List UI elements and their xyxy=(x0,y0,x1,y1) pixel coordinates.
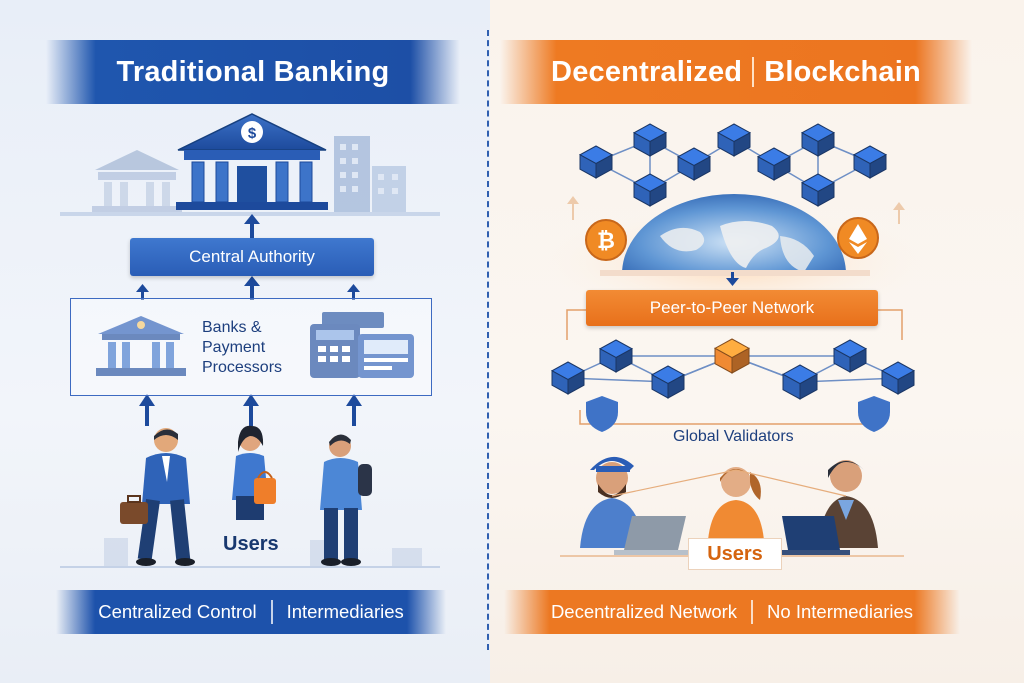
office-towers-icon xyxy=(334,136,406,212)
right-footer-bar: Decentralized Network No Intermediaries xyxy=(504,590,960,634)
laptop-icon xyxy=(614,516,694,555)
block-cube-icon xyxy=(578,145,614,179)
ponytail-user-figure xyxy=(708,467,764,540)
block-cube-icon xyxy=(676,147,712,181)
traditional-banking-title: Traditional Banking xyxy=(46,40,460,104)
banks-processors-label: Banks & Payment Processors xyxy=(202,318,312,378)
centralized-control-label: Centralized Control xyxy=(98,601,257,622)
svg-text:₿: ₿ xyxy=(597,229,615,254)
panel-divider xyxy=(487,30,489,650)
arrows-up-to-authority xyxy=(136,276,360,300)
woman-user-figure xyxy=(232,425,276,520)
right-users-label: Users xyxy=(688,538,782,570)
arrows-up-from-users xyxy=(139,394,362,426)
right-title-part1: Decentralized xyxy=(551,55,743,88)
processors-label-line3: Processors xyxy=(202,359,283,376)
arrow-up-to-bank xyxy=(244,214,260,238)
small-bank-icon xyxy=(92,150,182,212)
no-intermediaries-label: No Intermediaries xyxy=(767,601,914,622)
block-cube-icon xyxy=(716,123,752,157)
footer-separator xyxy=(270,600,273,624)
processors-label-line2: Payment xyxy=(202,339,266,356)
svg-text:$: $ xyxy=(248,125,257,142)
title-separator xyxy=(752,57,755,87)
peer-to-peer-label: Peer-to-Peer Network xyxy=(649,298,815,317)
intermediaries-label: Intermediaries xyxy=(286,601,404,622)
decentralized-blockchain-title: Decentralized Blockchain xyxy=(500,40,972,104)
bitcoin-icon: ₿ xyxy=(585,219,627,261)
block-cube-icon xyxy=(880,361,916,395)
footer-separator xyxy=(751,600,754,624)
bank-building-icon: $ xyxy=(176,113,328,210)
central-authority-label: Central Authority xyxy=(189,247,315,266)
left-footer-bar: Centralized Control Intermediaries xyxy=(56,590,446,634)
block-cube-icon xyxy=(650,365,686,399)
ethereum-icon xyxy=(837,217,879,259)
payment-terminal-icon xyxy=(310,312,414,378)
laptop-user-figure xyxy=(776,460,878,555)
block-cube-icon xyxy=(598,339,634,373)
block-cube-icon xyxy=(800,173,836,207)
block-cube-icon xyxy=(832,339,868,373)
casual-user-figure xyxy=(320,434,372,566)
globe-icon xyxy=(600,194,870,276)
left-title-text: Traditional Banking xyxy=(116,55,390,88)
users-ground-line xyxy=(60,566,440,568)
decentralized-network-label: Decentralized Network xyxy=(550,601,738,622)
left-illustration: $ xyxy=(60,113,440,568)
left-users-label: Users xyxy=(223,533,279,555)
arrow-down-to-network xyxy=(726,272,739,286)
right-title-part2: Blockchain xyxy=(764,55,921,88)
processor-bank-icon xyxy=(96,316,186,376)
block-cube-icon xyxy=(632,123,668,157)
block-cube-icon xyxy=(800,123,836,157)
global-validators-label: Global Validators xyxy=(673,428,794,445)
ground-line xyxy=(60,212,440,216)
block-cube-icon xyxy=(781,364,819,400)
decorative-sparks xyxy=(567,196,905,224)
peer-to-peer-network-box: Peer-to-Peer Network xyxy=(586,290,878,326)
businessman-user-figure xyxy=(120,428,195,566)
orange-block-cube-icon xyxy=(713,338,751,374)
block-cube-icon xyxy=(632,173,668,207)
block-cube-icon xyxy=(852,145,888,179)
central-authority-box: Central Authority xyxy=(130,238,374,276)
shield-icon xyxy=(586,396,890,432)
block-cube-icon xyxy=(756,147,792,181)
processors-label-line1: Banks & xyxy=(202,319,262,336)
banks-processors-frame xyxy=(70,298,432,396)
block-cube-icon xyxy=(550,361,586,395)
